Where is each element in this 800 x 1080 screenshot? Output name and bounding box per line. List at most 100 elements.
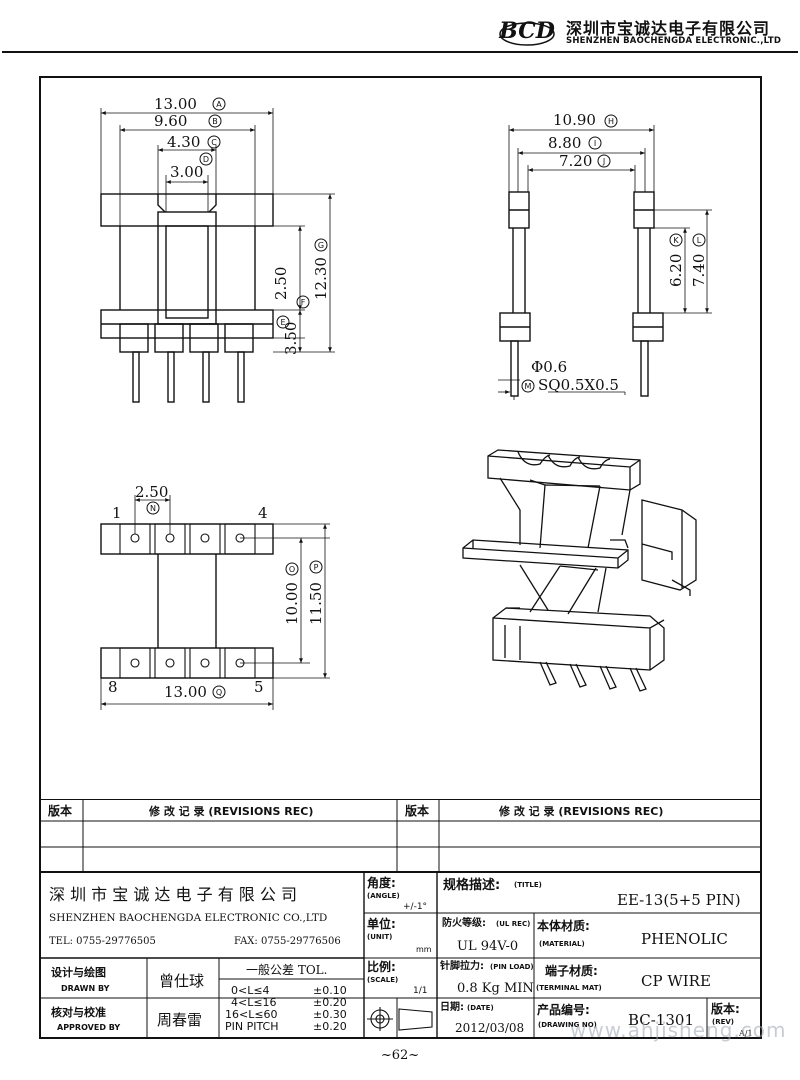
dim-l: 7.40 [690, 254, 708, 287]
callout-q: Q [216, 688, 222, 697]
unit-en: (UNIT) [367, 933, 392, 941]
callout-i: I [594, 139, 596, 148]
tol-range: 4<L≤16 [231, 996, 277, 1009]
drawing-value: BC-1301 [628, 1011, 694, 1029]
callout-e-icon [276, 315, 290, 329]
rev-col3-label: 版本 [405, 803, 429, 818]
title-label: 规格描述: [443, 877, 500, 893]
unit-value: mm [416, 945, 432, 954]
ul-value: UL 94V-0 [457, 939, 518, 954]
callout-n: N [150, 504, 156, 513]
ul-label: 防火等级: [442, 916, 486, 929]
dim-n: 2.50 [135, 483, 168, 501]
callout-g-icon [314, 238, 328, 252]
rev-en: (REV) [712, 1018, 734, 1026]
drawing-frame [39, 76, 762, 1039]
callout-n-icon [146, 501, 160, 515]
callout-l: L [697, 236, 702, 245]
page-number: ~62~ [380, 1048, 420, 1063]
pin-square: SQ0.5X0.5 [538, 376, 619, 394]
callout-q-icon [212, 685, 226, 699]
scale-value: 1/1 [413, 986, 427, 996]
pin-4-label: 4 [258, 504, 268, 522]
terminal-en: (TERMINAL MAT) [536, 984, 602, 992]
callout-f-icon [296, 295, 310, 309]
front-view [100, 108, 335, 403]
dim-d: 3.00 [170, 163, 203, 181]
projection-symbol-icon [367, 1007, 433, 1031]
isometric-view [462, 449, 697, 692]
callout-c-icon [207, 135, 221, 149]
callout-j-icon [597, 154, 611, 168]
ul-en: (UL REC) [496, 920, 530, 928]
pin-1-label: 1 [112, 504, 122, 522]
callout-p-icon [309, 560, 323, 574]
angle-label: 角度: [367, 875, 396, 890]
dim-b: 9.60 [154, 112, 187, 130]
dim-h: 10.90 [553, 111, 596, 129]
rev-value: A/1 [738, 1029, 753, 1038]
scale-label: 比例: [367, 959, 396, 974]
rev-col1-label: 版本 [48, 803, 72, 818]
tb-company-en: SHENZHEN BAOCHENGDA ELECTRONIC CO.,LTD [49, 912, 327, 924]
unit-label: 单位: [367, 916, 396, 931]
date-label: 日期: [440, 1000, 464, 1013]
pin-5-label: 5 [254, 678, 264, 696]
header-rule [2, 51, 798, 53]
dim-i1: 8.80 [548, 134, 581, 152]
tol-value: ±0.20 [313, 996, 347, 1009]
tolerance-table: 0<L≤4 ±0.10 4<L≤16 ±0.20 16<L≤60 ±0.30 P… [225, 984, 347, 1033]
tol-range: 0<L≤4 [231, 984, 270, 997]
callout-l-icon [692, 233, 706, 247]
callout-a: A [216, 100, 222, 109]
tb-tel: TEL: 0755-29776505 [49, 936, 156, 947]
tol-value: ±0.10 [313, 984, 347, 997]
watermark: www.ahjisheng.com [570, 1018, 787, 1042]
tol-range: PIN PITCH [225, 1020, 279, 1033]
pinload-label: 针脚拉力: [440, 959, 484, 972]
drawing-label: 产品编号: [537, 1002, 590, 1017]
bottom-view [100, 495, 330, 710]
pinload-en: (PIN LOAD) [490, 963, 534, 971]
dim-g: 12.30 [312, 257, 330, 300]
tb-company-cn: 深 圳 市 宝 诚 达 电 子 有 限 公 司 [49, 885, 297, 904]
title-block: 版本 修 改 记 录 (REVISIONS REC) 版本 修 改 记 录 (R… [39, 799, 762, 1039]
material-label: 本体材质: [537, 918, 590, 933]
tol-value: ±0.20 [313, 1020, 347, 1033]
callout-a-icon [212, 97, 226, 111]
company-logo: BCD [498, 18, 555, 46]
callout-d: D [203, 155, 209, 164]
drawing-en: (DRAWING NO) [538, 1021, 597, 1029]
design-label: 设计与绘图 [51, 965, 106, 979]
angle-en: (ANGLE) [367, 892, 400, 900]
rev-label: 版本: [711, 1001, 740, 1016]
dim-f: 2.50 [272, 267, 290, 300]
callout-b: B [212, 117, 218, 126]
callout-m-icon [521, 379, 535, 393]
title-value: EE-13(5+5 PIN) [617, 891, 741, 909]
dim-q: 13.00 [164, 683, 207, 701]
title-en: (TITLE) [514, 881, 542, 889]
dim-e: 3.50 [282, 322, 300, 355]
angle-value: +/-1° [403, 902, 427, 912]
tb-fax: FAX: 0755-29776506 [234, 936, 341, 947]
header-company-cn: 深圳市宝诚达电子有限公司 [566, 19, 771, 38]
dim-k: 6.20 [667, 254, 685, 287]
callout-o: O [289, 565, 295, 574]
dim-a: 13.00 [154, 95, 197, 113]
terminal-value: CP WIRE [641, 972, 711, 990]
rev-col4-label: 修 改 记 录 (REVISIONS REC) [498, 804, 663, 818]
date-value: 2012/03/08 [455, 1021, 524, 1035]
tol-title: 一般公差 TOL. [246, 962, 327, 977]
tol-value: ±0.30 [313, 1008, 347, 1021]
callout-d-icon [199, 152, 213, 166]
approve-label: 核对与校准 [51, 1005, 106, 1019]
terminal-label: 端子材质: [545, 963, 598, 978]
callout-b-icon [208, 114, 222, 128]
rev-col2-label: 修 改 记 录 (REVISIONS REC) [148, 804, 313, 818]
logo-text: BCD [498, 18, 555, 44]
material-en: (MATERIAL) [539, 940, 585, 948]
approve-value: 周春雷 [157, 1011, 202, 1029]
dim-p: 11.50 [307, 582, 325, 625]
callout-i-icon [588, 136, 602, 150]
